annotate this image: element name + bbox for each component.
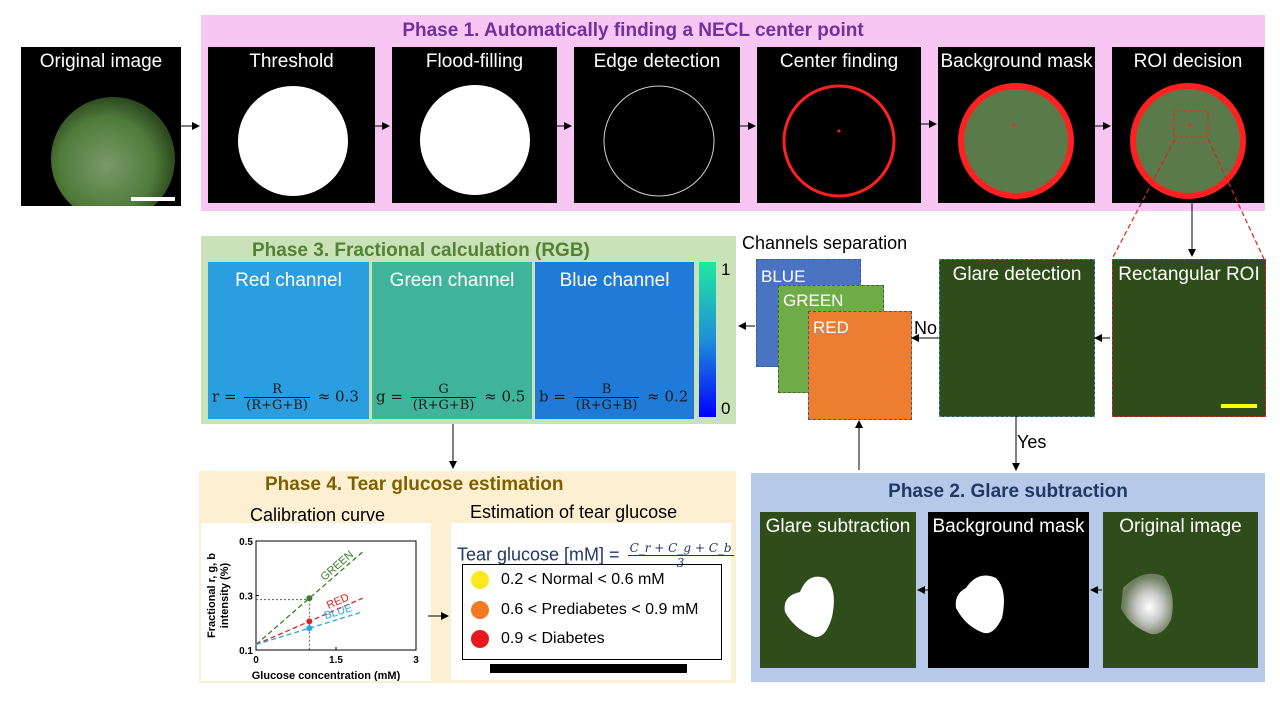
green-den: (R+G+B) — [412, 398, 475, 413]
edge-detection-tile: Edge detection — [574, 47, 740, 203]
calibration-title: Calibration curve — [250, 505, 386, 525]
series-line-blue — [255, 611, 363, 646]
red-num: R — [244, 382, 310, 398]
flood-filling-tile: Flood-filling — [392, 47, 557, 203]
y-axis-label: Fractional r, g, b — [206, 553, 218, 638]
phase1-title: Phase 1. Automatically finding a NECL ce… — [402, 20, 864, 41]
equation-numerator: C_r + C_g + C_b — [627, 541, 734, 556]
blue-approx: ≈ 0.2 — [647, 387, 689, 406]
no-label: No — [914, 318, 938, 338]
x-tick-label: 0 — [253, 655, 259, 666]
red-den: (R+G+B) — [246, 398, 308, 413]
rectangular-roi-label: Rectangular ROI — [1118, 264, 1260, 285]
glare-detection-label: Glare detection — [952, 264, 1082, 285]
green-var: g — [376, 387, 386, 406]
blue-fraction-formula: b = B(R+G+B) ≈ 0.2 — [539, 382, 689, 413]
blue-channel-label: Blue channel — [559, 270, 670, 291]
red-var: r — [212, 387, 220, 406]
scale-bar — [131, 197, 175, 201]
phase2-background-mask-tile: Background mask — [928, 512, 1089, 668]
phase2-background-mask-label: Background mask — [932, 516, 1085, 537]
blue-channel-image: Blue channel b = B(R+G+B) ≈ 0.2 — [535, 262, 694, 419]
colorbar — [699, 262, 716, 417]
original-image-tile: Original image — [21, 47, 181, 206]
green-num: G — [410, 382, 477, 398]
blue-den: (R+G+B) — [575, 398, 638, 413]
green-channel-label: Green channel — [389, 270, 515, 291]
green-layer-label: GREEN — [783, 291, 844, 310]
green-channel-image: Green channel g = G(R+G+B) ≈ 0.5 — [372, 262, 532, 419]
equation: Tear glucose [mM] = C_r + C_g + C_b 3 — [457, 541, 737, 570]
original-lens-image — [51, 97, 175, 206]
flood-filling-label: Flood-filling — [425, 51, 524, 72]
legend-diabetes: 0.9 < Diabetes — [471, 630, 605, 648]
x-tick-label: 1.5 — [329, 655, 343, 666]
original-image-label: Original image — [39, 51, 163, 72]
roi-decision-label: ROI decision — [1133, 51, 1243, 72]
glare-subtraction-tile: Glare subtraction — [760, 512, 916, 668]
phase2-original-image-label: Original image — [1119, 516, 1242, 537]
series-point-red — [306, 618, 313, 625]
legend-prediabetes-text: 0.6 < Prediabetes < 0.9 mM — [501, 601, 699, 618]
channels-separation-title: Channels separation — [742, 233, 908, 253]
black-bar — [490, 664, 687, 673]
red-approx: ≈ 0.3 — [317, 387, 359, 406]
x-axis-label: Glucose concentration (mM) — [252, 670, 401, 681]
roi-decision-tile: ROI decision — [1112, 47, 1264, 203]
green-fraction-formula: g = G(R+G+B) ≈ 0.5 — [376, 382, 526, 413]
colorbar-max-label: 1 — [721, 260, 731, 279]
y-tick-label: 0.3 — [239, 592, 253, 603]
phase2-original-image-tile: Original image — [1103, 512, 1258, 668]
normal-dot — [471, 571, 489, 589]
green-approx: ≈ 0.5 — [484, 387, 526, 406]
blue-var: b — [539, 387, 549, 406]
series-point-green — [306, 595, 313, 602]
y-axis-label: intensity (%) — [219, 562, 231, 628]
glare-subtraction-label: Glare subtraction — [765, 516, 911, 537]
background-mask-label: Background mask — [940, 51, 1093, 72]
legend-normal: 0.2 < Normal < 0.6 mM — [471, 571, 665, 589]
equation-lhs: Tear glucose [mM] = — [457, 544, 620, 565]
threshold-tile: Threshold — [208, 47, 375, 203]
background-mask-tile: Background mask — [938, 47, 1095, 203]
legend-box: 0.2 < Normal < 0.6 mM 0.6 < Prediabetes … — [462, 564, 722, 660]
red-fraction-formula: r = R(R+G+B) ≈ 0.3 — [212, 382, 359, 413]
legend-normal-text: 0.2 < Normal < 0.6 mM — [501, 571, 665, 588]
red-channel-image: Red channel r = R(R+G+B) ≈ 0.3 — [208, 262, 369, 419]
center-finding-tile: Center finding — [757, 47, 921, 203]
edge-detection-label: Edge detection — [593, 51, 721, 72]
roi-scale-bar — [1221, 404, 1257, 408]
colorbar-min-label: 0 — [721, 399, 731, 418]
series-label-green: GREEN — [319, 549, 356, 584]
red-layer: RED — [808, 311, 912, 420]
rectangular-roi-tile: Rectangular ROI — [1112, 259, 1266, 417]
estimation-title: Estimation of tear glucose — [470, 502, 678, 522]
red-layer-label: RED — [813, 318, 849, 337]
red-channel-label: Red channel — [235, 270, 342, 291]
center-finding-label: Center finding — [779, 51, 899, 72]
glare-detection-tile: Glare detection — [939, 259, 1095, 417]
prediabetes-dot — [471, 601, 489, 619]
series-point-blue — [306, 625, 313, 632]
x-tick-label: 3 — [413, 655, 419, 666]
legend-prediabetes: 0.6 < Prediabetes < 0.9 mM — [471, 601, 698, 619]
phase3-title: Phase 3. Fractional calculation (RGB) — [252, 240, 590, 261]
y-tick-label: 0.1 — [239, 646, 253, 657]
phase4-title: Phase 4. Tear glucose estimation — [265, 474, 564, 495]
diabetes-dot — [471, 630, 489, 648]
phase2-title: Phase 2. Glare subtraction — [888, 481, 1128, 502]
blue-layer-label: BLUE — [761, 267, 806, 286]
yes-label: Yes — [1017, 432, 1047, 452]
estimation-box: Tear glucose [mM] = C_r + C_g + C_b 3 0.… — [451, 523, 734, 680]
legend-diabetes-text: 0.9 < Diabetes — [501, 630, 605, 647]
equation-denominator: 3 — [676, 556, 685, 570]
blue-num: B — [573, 382, 640, 398]
threshold-label: Threshold — [249, 51, 334, 72]
y-tick-label: 0.5 — [239, 537, 253, 548]
